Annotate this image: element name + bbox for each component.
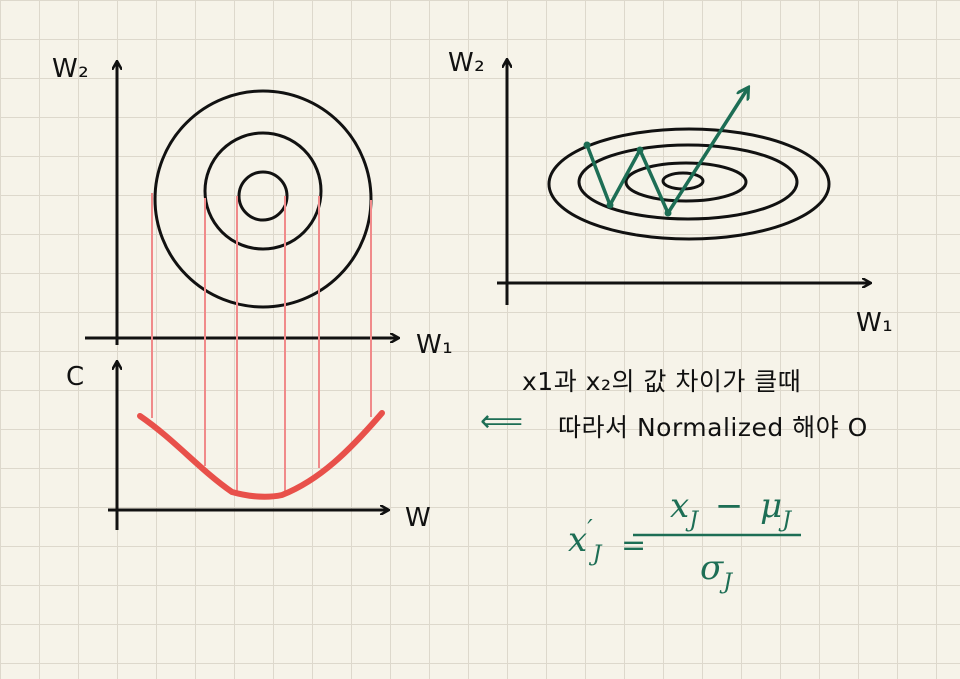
formula-numerator: xJ − μJ [670,486,791,533]
ellipse-third [624,161,748,203]
note-line-1: x1과 x₂의 값 차이가 클때 [522,367,802,396]
formula-lhs-x: x [568,520,588,560]
note-line-2: 따라서 Normalized 해야 O [558,413,868,442]
formula-num-x-sub: J [689,508,699,533]
right-contour-plot [497,60,870,305]
right-w1-label: W₁ [856,308,894,338]
left-contour-plot [85,62,398,345]
formula-den-sub: J [723,570,733,595]
path-point-2 [606,201,614,209]
contour-inner [237,170,289,222]
formula-lhs-prime: ′ [587,515,593,543]
left-arrow-icon: ⟸ [480,404,524,439]
cost-curve [137,410,385,500]
left-w2-label: W₂ [52,54,90,84]
formula-denominator: σJ [700,548,732,595]
formula-lhs-sub: J [592,542,602,567]
formula-num-mu-sub: J [782,508,792,533]
contour-middle [203,131,323,251]
formula-equals: = [621,528,647,563]
formula-den-sigma: σ [700,548,724,588]
ellipse-outer [547,127,831,241]
projection-lines [151,193,372,495]
gradient-descent-path [585,88,748,215]
cost-plot [108,362,388,530]
path-point-1 [583,141,591,149]
left-w1-label: W₁ [416,330,454,360]
formula-lhs: x′J [568,515,601,567]
contour-outer [153,89,373,309]
right-w2-label: W₂ [448,48,486,78]
path-point-4 [664,209,672,217]
formula-num-x: x [670,486,690,526]
formula-num-mu: μ [760,486,783,526]
formula-minus: − [714,486,744,526]
path-point-3 [636,146,644,154]
cost-w-label: W [405,503,432,533]
cost-c-label: C [66,362,85,392]
ellipse-second [577,143,799,221]
